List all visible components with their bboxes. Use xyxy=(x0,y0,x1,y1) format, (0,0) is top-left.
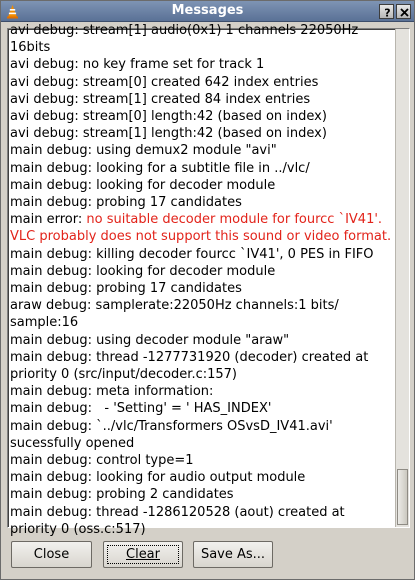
log-line: priority 0 (oss.c:517) xyxy=(10,521,395,538)
log-line: main debug: using demux2 module "avi" xyxy=(10,142,395,159)
log-line: avi debug: no key frame set for track 1 xyxy=(10,56,395,73)
title-bar[interactable]: Messages ? xyxy=(1,1,414,22)
log-scrollbar[interactable] xyxy=(395,29,409,527)
log-line: main debug: looking for a subtitle file … xyxy=(10,160,395,177)
window-close-button[interactable] xyxy=(396,4,411,19)
log-line-error: main error: no suitable decoder module f… xyxy=(10,211,395,228)
close-button-label: Close xyxy=(33,547,70,562)
log-line-text: main debug: thread -1286120528 (aout) cr… xyxy=(10,504,345,520)
log-line: main debug: thread -1277731920 (decoder)… xyxy=(10,349,395,366)
log-line-text: avi debug: stream[1] created 84 index en… xyxy=(10,91,311,107)
log-line-text: main debug: probing 17 candidates xyxy=(10,281,242,297)
log-line: avi debug: stream[1] length:42 (based on… xyxy=(10,125,395,142)
log-line-text: sample:16 xyxy=(10,315,79,331)
svg-text:?: ? xyxy=(384,7,390,20)
log-line-text: main debug: killing decoder fourcc `IV41… xyxy=(10,246,374,262)
log-line-text: main debug: using decoder module "araw" xyxy=(10,332,290,348)
log-line: main debug: killing decoder fourcc `IV41… xyxy=(10,246,395,263)
log-line-text: avi debug: no key frame set for track 1 xyxy=(10,57,265,73)
log-line-text: main debug: using demux2 module "avi" xyxy=(10,143,277,159)
log-line: main debug: meta information: xyxy=(10,383,395,400)
log-line-text: main debug: probing 17 candidates xyxy=(10,195,242,211)
log-line-text: 16bits xyxy=(10,40,51,56)
log-line-text: main debug: probing 2 candidates xyxy=(10,487,234,503)
log-line: priority 0 (src/input/decoder.c:157) xyxy=(10,366,395,383)
log-line-text: main debug: control type=1 xyxy=(10,453,194,469)
log-line: main debug: control type=1 xyxy=(10,452,395,469)
log-line: main debug: probing 17 candidates xyxy=(10,194,395,211)
log-line-text: araw debug: samplerate:22050Hz channels:… xyxy=(10,298,339,314)
log-line: main debug: thread -1286120528 (aout) cr… xyxy=(10,504,395,521)
log-line: main debug: using decoder module "araw" xyxy=(10,332,395,349)
close-icon xyxy=(400,8,409,17)
log-line-text: avi debug: stream[1] length:42 (based on… xyxy=(10,126,327,142)
log-line: main debug: - 'Setting' = ' HAS_INDEX' xyxy=(10,400,395,417)
clear-button-label: Clear xyxy=(126,547,160,562)
log-line: avi debug: stream[0] created 642 index e… xyxy=(10,74,395,91)
log-line: sample:16 xyxy=(10,314,395,331)
log-line: main debug: looking for decoder module xyxy=(10,263,395,280)
log-line-text: main debug: looking for decoder module xyxy=(10,263,276,279)
log-line-text: main debug: `../vlc/Transformers OSvsD_I… xyxy=(10,418,333,434)
log-line-error-text: VLC probably does not support this sound… xyxy=(10,229,392,245)
log-line-error: VLC probably does not support this sound… xyxy=(10,228,395,245)
log-line-text: sucessfully opened xyxy=(10,435,135,451)
vlc-cone-icon xyxy=(5,4,20,19)
log-line-text: avi debug: stream[1] audio(0x1) 1 channe… xyxy=(10,23,359,38)
log-line: 16bits xyxy=(10,39,395,56)
clear-button[interactable]: Clear xyxy=(103,541,183,568)
log-line-text: priority 0 (oss.c:517) xyxy=(10,521,146,537)
log-line: main debug: probing 17 candidates xyxy=(10,280,395,297)
log-line-prefix: main error: xyxy=(10,212,87,228)
log-line: avi debug: stream[1] created 84 index en… xyxy=(10,91,395,108)
log-line-text: main debug: thread -1277731920 (decoder)… xyxy=(10,349,369,365)
save-as-button-label: Save As... xyxy=(200,547,266,562)
log-line-error-text: no suitable decoder module for fourcc `I… xyxy=(86,212,383,228)
scrollbar-thumb[interactable] xyxy=(397,469,408,525)
window-title: Messages xyxy=(171,3,244,18)
log-line-text: main debug: looking for a subtitle file … xyxy=(10,160,310,176)
log-line: main debug: `../vlc/Transformers OSvsD_I… xyxy=(10,418,395,435)
question-icon: ? xyxy=(384,7,390,20)
log-line: araw debug: samplerate:22050Hz channels:… xyxy=(10,297,395,314)
close-button[interactable]: Close xyxy=(11,541,92,568)
log-line: avi debug: stream[1] audio(0x1) 1 channe… xyxy=(10,22,395,39)
log-line-text: avi debug: stream[0] created 642 index e… xyxy=(10,74,319,90)
log-text: avi debug: stream[1] audio(0x1) 1 channe… xyxy=(10,22,395,538)
help-button[interactable]: ? xyxy=(379,4,394,20)
log-line: sucessfully opened xyxy=(10,435,395,452)
message-log[interactable]: avi debug: stream[1] audio(0x1) 1 channe… xyxy=(7,23,410,537)
log-line-text: avi debug: stream[0] length:42 (based on… xyxy=(10,109,327,125)
save-as-button[interactable]: Save As... xyxy=(193,541,273,568)
log-line: main debug: looking for audio output mod… xyxy=(10,469,395,486)
log-line-text: main debug: - 'Setting' = ' HAS_INDEX' xyxy=(10,401,272,417)
log-line-text: main debug: looking for decoder module xyxy=(10,177,276,193)
log-line: main debug: looking for decoder module xyxy=(10,177,395,194)
log-line: avi debug: stream[0] length:42 (based on… xyxy=(10,108,395,125)
log-line: main debug: probing 2 candidates xyxy=(10,486,395,503)
focus-ring xyxy=(107,545,179,564)
log-line-text: main debug: meta information: xyxy=(10,384,214,400)
log-line-text: priority 0 (src/input/decoder.c:157) xyxy=(10,367,237,383)
log-line-text: main debug: looking for audio output mod… xyxy=(10,470,306,486)
